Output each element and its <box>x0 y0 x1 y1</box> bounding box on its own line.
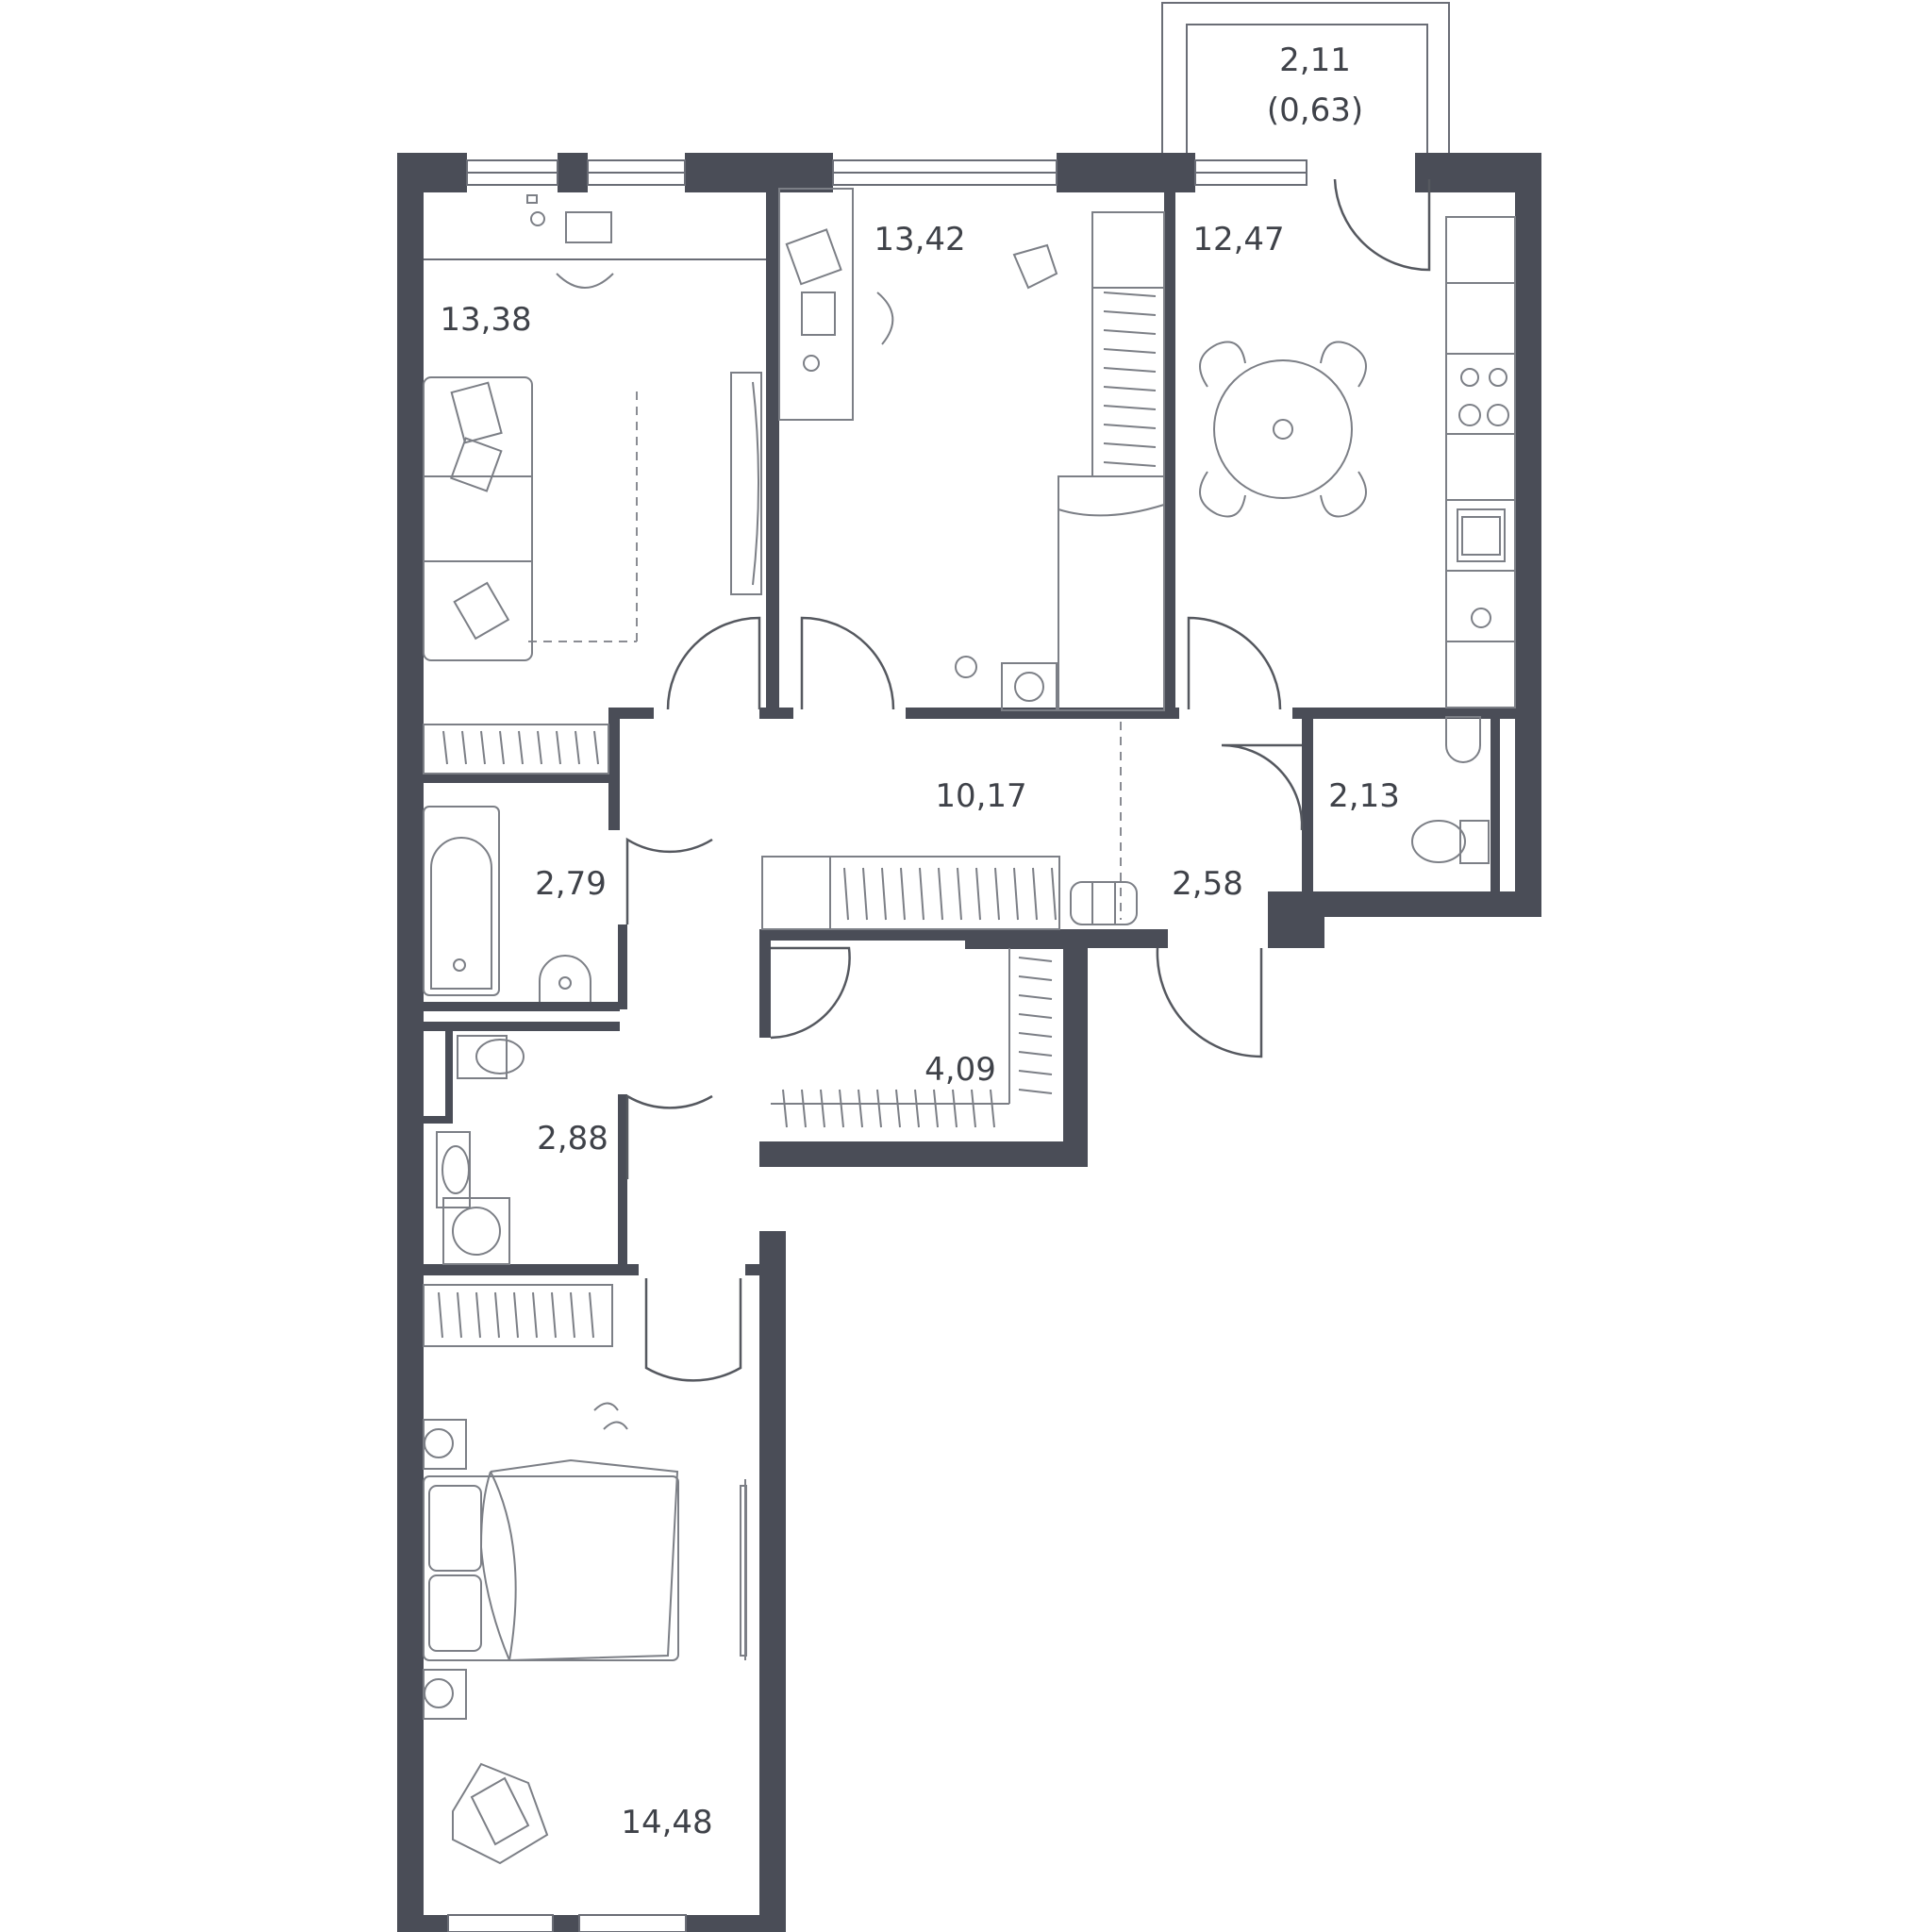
area-label-bedroom: 14,48 <box>621 1804 712 1841</box>
area-label-wardrobe: 4,09 <box>924 1051 996 1089</box>
bath-furniture <box>423 716 1490 1265</box>
wardrobe-hatch-line <box>457 1291 462 1339</box>
wardrobe-hatch-line <box>518 730 524 765</box>
wardrobe-hatch-line <box>551 1291 557 1339</box>
wardrobe-hatch-line <box>1103 310 1157 316</box>
wardrobe-hatch-line <box>971 1089 976 1128</box>
area-label-wc: 2,88 <box>537 1120 608 1158</box>
wardrobe-hatch-line <box>593 730 599 765</box>
balcony <box>1161 2 1450 154</box>
wardrobe-hatch-line <box>1018 1032 1053 1038</box>
wardrobe-hatch-line <box>895 1089 901 1128</box>
area-label-balcony-coefficient: (0,63) <box>1267 92 1363 129</box>
wardrobe-hatch-line <box>589 1291 594 1339</box>
wardrobe-hatch-line <box>1103 405 1157 410</box>
wardrobe-hatch-line <box>575 730 580 765</box>
wardrobe-hatch-line <box>442 730 448 765</box>
living-room-furniture <box>423 194 762 661</box>
wardrobe-hatch-line <box>1013 867 1019 921</box>
wardrobe-hatch-line <box>1103 367 1157 373</box>
wardrobe-hatch-line <box>513 1291 519 1339</box>
wardrobe-hatch-line <box>1032 867 1038 921</box>
wardrobe-hatch-line <box>1051 867 1057 921</box>
area-label-wc-small: 2,13 <box>1328 777 1400 815</box>
bedroom-furniture <box>423 1402 747 1865</box>
wardrobe-hatch-line <box>990 1089 995 1128</box>
wardrobe-hatch-line <box>475 1291 481 1339</box>
wardrobe-hatch-line <box>570 1291 575 1339</box>
kitchen-furniture <box>1199 216 1516 708</box>
wardrobe-hatch-line <box>438 1291 443 1339</box>
wardrobes <box>423 724 1138 1347</box>
wardrobe-hatch-line <box>532 1291 538 1339</box>
wardrobe-hatch-line <box>494 1291 500 1339</box>
wardrobe-hatch-line <box>1018 975 1053 981</box>
wardrobe-hatch-line <box>839 1089 844 1128</box>
wardrobe-hatch-line <box>900 867 906 921</box>
wardrobe-hatch-line <box>1103 461 1157 467</box>
wardrobe-hatch-line <box>820 1089 825 1128</box>
wardrobe-hatch-line <box>1103 386 1157 391</box>
wardrobe-hatch-line <box>881 867 887 921</box>
wardrobe-hatch-line <box>556 730 561 765</box>
area-labels: 13,38 13,42 12,47 2,11 (0,63) 10,17 2,58… <box>440 42 1400 1841</box>
wardrobe-hatch-line <box>461 730 467 765</box>
wardrobe-hatch-line <box>1018 1070 1053 1075</box>
area-label-hall: 10,17 <box>935 777 1026 815</box>
wardrobe-hatch-line <box>1103 291 1157 297</box>
area-label-bathroom: 2,79 <box>535 865 607 903</box>
wardrobe-hatch-line <box>957 867 962 921</box>
wardrobe-hatch-line <box>862 867 868 921</box>
wardrobe-hatch-line <box>938 867 943 921</box>
wardrobe-hatch-line <box>480 730 486 765</box>
wardrobe-hatch-line <box>801 1089 807 1128</box>
area-label-kitchen: 12,47 <box>1192 221 1284 258</box>
wardrobe-hatch-line <box>933 1089 939 1128</box>
wardrobe-hatch-line <box>975 867 981 921</box>
wardrobe-hatch-line <box>1018 994 1053 1000</box>
wardrobe-hatch-line <box>537 730 542 765</box>
windows <box>447 159 1307 1932</box>
wardrobe-hatch-line <box>952 1089 958 1128</box>
area-label-balcony: 2,11 <box>1279 42 1351 79</box>
wardrobe-hatch-line <box>1103 424 1157 429</box>
wardrobe-hatch-line <box>1103 442 1157 448</box>
wardrobe-hatch-line <box>1103 329 1157 335</box>
wardrobe-hatch-line <box>919 867 924 921</box>
doors <box>625 178 1431 1382</box>
dividers <box>424 258 1122 920</box>
kids-room-furniture <box>778 188 1165 711</box>
wardrobe-hatch-line <box>858 1089 863 1128</box>
wardrobe-hatching <box>438 291 1157 1339</box>
wardrobe-hatch-line <box>782 1089 788 1128</box>
area-label-living-room: 13,38 <box>440 301 531 339</box>
area-label-corridor: 2,58 <box>1172 865 1243 903</box>
wardrobe-hatch-line <box>1018 1089 1053 1094</box>
wardrobe-hatch-line <box>994 867 1000 921</box>
wardrobe-hatch-line <box>876 1089 882 1128</box>
wardrobe-hatch-line <box>1018 1013 1053 1019</box>
area-label-kids-room: 13,42 <box>874 221 965 258</box>
wardrobe-hatch-line <box>843 867 849 921</box>
walls <box>397 153 1541 1932</box>
wardrobe-hatch-line <box>1103 348 1157 354</box>
wardrobe-hatch-line <box>499 730 505 765</box>
wardrobe-hatch-line <box>1018 957 1053 962</box>
wardrobe-hatch-line <box>1018 1051 1053 1057</box>
wardrobe-hatch-line <box>914 1089 920 1128</box>
partitions <box>420 189 1528 1275</box>
